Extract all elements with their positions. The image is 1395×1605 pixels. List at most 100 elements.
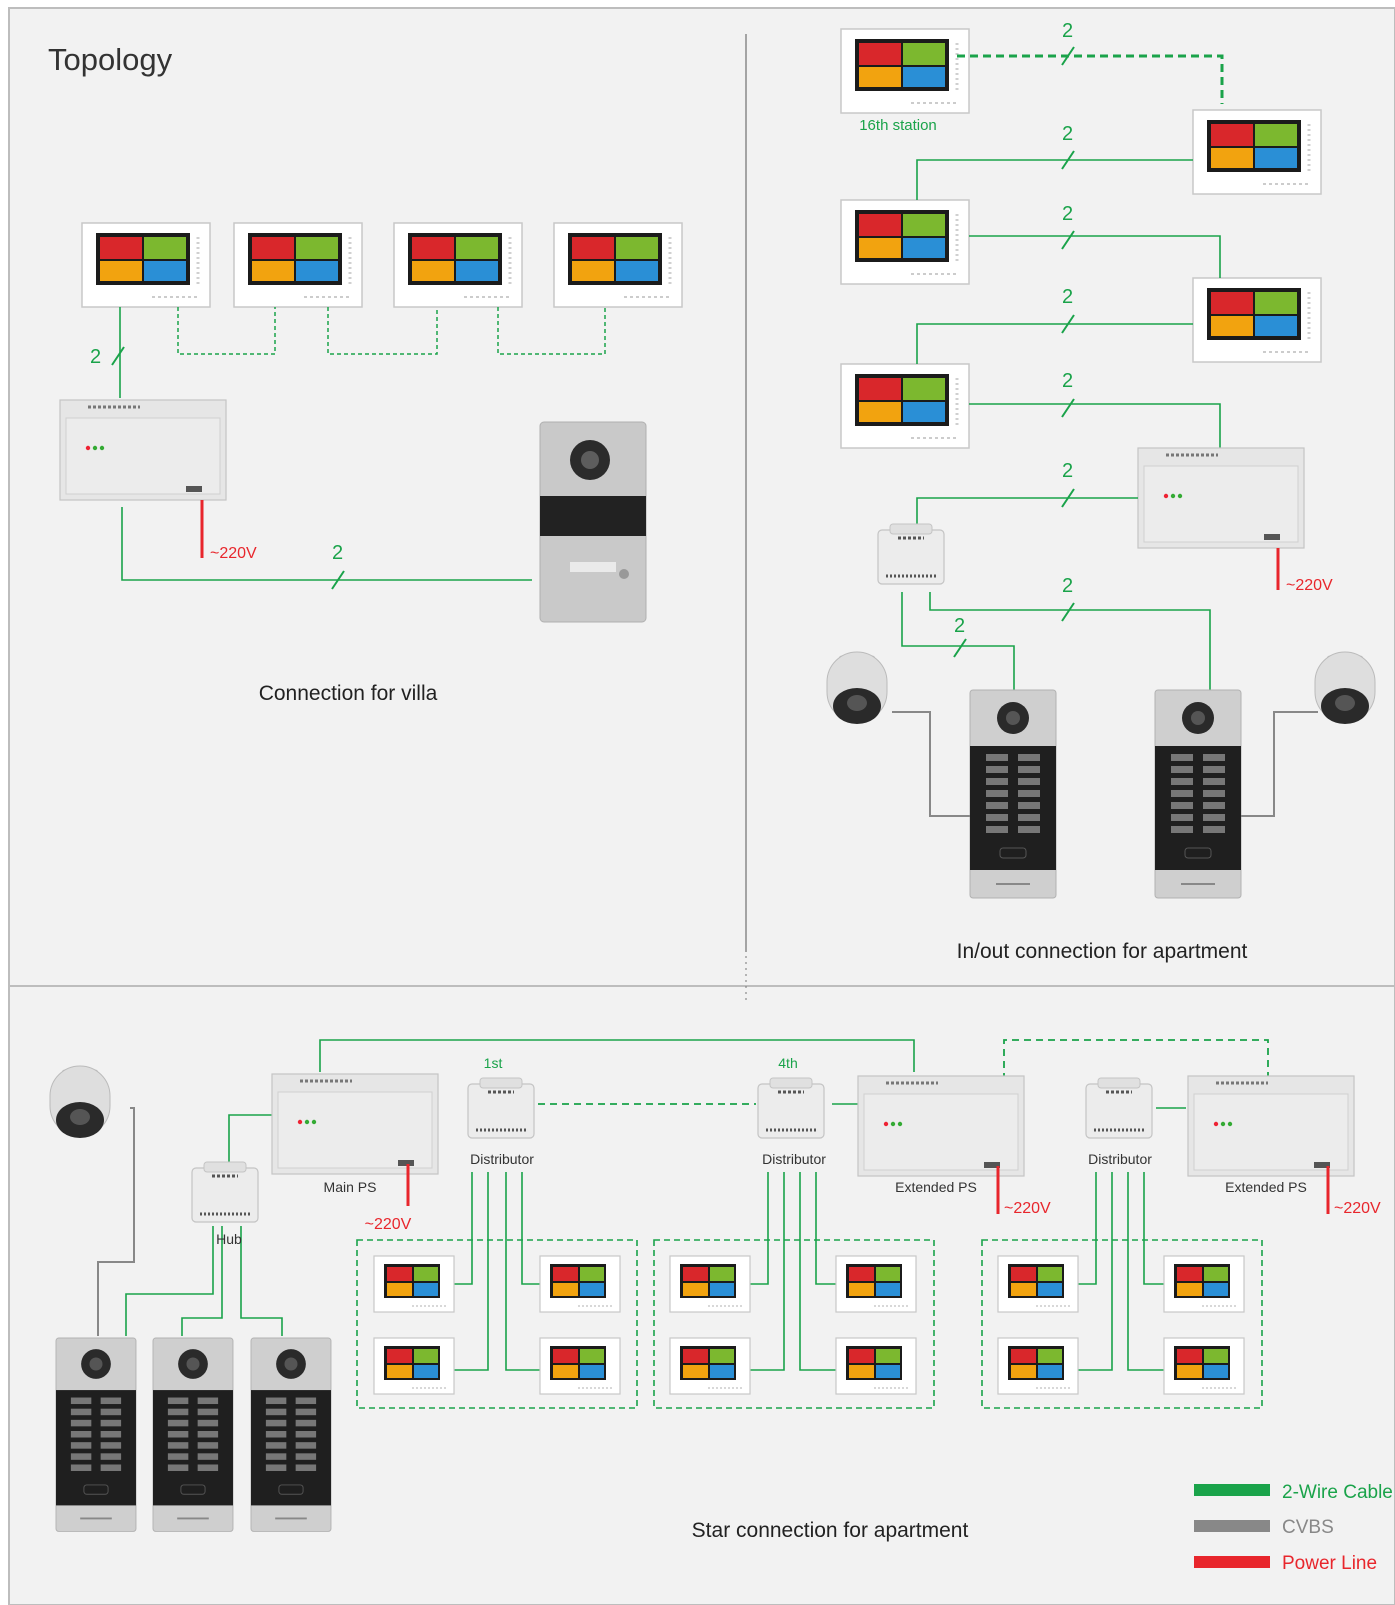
inout-distributor — [876, 522, 946, 586]
inout-wire-5 — [916, 497, 1138, 528]
inout-wire-count: 2 — [1062, 370, 1073, 392]
inout-dashed-link — [957, 54, 1224, 104]
legend-label-cvbs: CVBS — [1282, 1517, 1334, 1538]
inout-monitor-l1 — [839, 198, 971, 286]
star-monitor — [835, 1255, 917, 1313]
villa-wire-count-2: 2 — [332, 542, 343, 564]
inout-wire-count: 2 — [1062, 123, 1073, 145]
star-monitor — [373, 1337, 455, 1395]
villa-voltage-label: ~220V — [210, 545, 257, 562]
star-monitor — [539, 1337, 621, 1395]
star-group-3-wires — [1078, 1172, 1164, 1371]
inout-section: 16th station 2 2 2 2 2 ~220V 2 2 2 — [826, 20, 1376, 963]
star-dashed-extps1-extps2 — [1003, 1039, 1269, 1080]
star-distributor-4th — [756, 1076, 826, 1140]
inout-wire-2 — [969, 235, 1221, 278]
inout-wire-count: 2 — [1062, 286, 1073, 308]
legend-label-2wire: 2-Wire Cable — [1282, 1482, 1393, 1503]
inout-caption: In/out connection for apartment — [957, 940, 1248, 963]
inout-station-label: 16th station — [859, 117, 937, 134]
star-monitor — [1163, 1255, 1245, 1313]
star-hub-label: Hub — [216, 1231, 242, 1247]
star-first-label: 1st — [484, 1055, 503, 1071]
star-extended-ps-label: Extended PS — [1225, 1179, 1307, 1195]
villa-wire-count-1: 2 — [90, 346, 101, 368]
star-monitor — [835, 1337, 917, 1395]
star-wire-hub-mainps — [228, 1114, 272, 1166]
inout-cvbs-left — [892, 711, 970, 817]
star-extended-ps-2 — [1186, 1074, 1356, 1178]
star-extended-ps-2-voltage: ~220V — [1334, 1200, 1381, 1217]
star-main-ps — [270, 1072, 440, 1176]
star-camera — [49, 1065, 111, 1139]
inout-wire-count: 2 — [1062, 460, 1073, 482]
inout-wire-count: 2 — [1062, 20, 1073, 42]
star-group-1-wires — [454, 1172, 540, 1371]
legend-swatch-cvbs — [1194, 1520, 1270, 1532]
star-monitor — [373, 1255, 455, 1313]
star-distributor-label: Distributor — [762, 1151, 826, 1167]
star-distributor-label: Distributor — [470, 1151, 534, 1167]
star-hub — [190, 1160, 260, 1224]
villa-door-station — [539, 421, 647, 623]
inout-monitor-l2 — [839, 362, 971, 450]
inout-panel-left — [969, 689, 1057, 899]
inout-cvbs-right — [1241, 711, 1318, 817]
star-monitor — [997, 1337, 1079, 1395]
villa-caption: Connection for villa — [259, 682, 438, 705]
star-extended-ps-label: Extended PS — [895, 1179, 977, 1195]
inout-panel-right — [1154, 689, 1242, 899]
star-distributor-3 — [1084, 1076, 1154, 1140]
star-monitor — [997, 1255, 1079, 1313]
star-monitor — [539, 1255, 621, 1313]
inout-wire-count: 2 — [1062, 575, 1073, 597]
star-monitor — [1163, 1337, 1245, 1395]
star-main-ps-voltage: ~220V — [365, 1216, 412, 1233]
villa-monitor-1 — [80, 221, 212, 309]
legend: 2-Wire Cable CVBS Power Line — [1194, 1482, 1393, 1574]
inout-wire-3 — [916, 323, 1193, 364]
star-section: Hub Main PS ~220V 1st Distributor 4th Di… — [49, 1039, 1381, 1542]
inout-wire-4 — [969, 403, 1221, 448]
star-distributor-label: Distributor — [1088, 1151, 1152, 1167]
star-fourth-label: 4th — [778, 1055, 797, 1071]
legend-swatch-2wire — [1194, 1484, 1270, 1496]
inout-wire-count: 2 — [954, 615, 965, 637]
star-main-ps-label: Main PS — [324, 1179, 377, 1195]
inout-wire-count: 2 — [1062, 203, 1073, 225]
inout-voltage-label: ~220V — [1286, 577, 1333, 594]
star-wire-mainps-extps1 — [319, 1039, 915, 1072]
star-monitor-group-3 — [981, 1239, 1263, 1409]
star-monitor — [669, 1337, 751, 1395]
villa-monitor-4 — [552, 221, 684, 309]
villa-section: 2 ~220V 2 Connection for villa — [58, 221, 684, 705]
star-distributor-1st — [466, 1076, 536, 1140]
star-monitor-group-2 — [653, 1239, 935, 1409]
legend-label-power: Power Line — [1282, 1553, 1377, 1574]
inout-monitor-16th — [839, 27, 971, 115]
villa-monitor-link-dashed — [177, 307, 606, 355]
star-outdoor-panel-3 — [250, 1337, 332, 1533]
villa-monitor-3 — [392, 221, 524, 309]
inout-wire-7 — [901, 592, 1015, 690]
star-outdoor-panel-1 — [55, 1337, 137, 1533]
inout-wire-1 — [916, 159, 1193, 200]
star-extended-ps-1-voltage: ~220V — [1004, 1200, 1051, 1217]
page-title: Topology — [48, 42, 173, 77]
star-cvbs-camera — [97, 1107, 135, 1336]
star-outdoor-panel-2 — [152, 1337, 234, 1533]
villa-power-supply — [58, 398, 228, 502]
inout-camera-left — [826, 651, 888, 725]
inout-monitor-r2 — [1191, 276, 1323, 364]
inout-camera-right — [1314, 651, 1376, 725]
legend-swatch-power — [1194, 1556, 1270, 1568]
star-caption: Star connection for apartment — [692, 1519, 969, 1542]
star-extended-ps-1 — [856, 1074, 1026, 1178]
villa-wire-psu-doorbell — [121, 507, 532, 581]
star-monitor-group-1 — [356, 1239, 638, 1409]
star-monitor — [669, 1255, 751, 1313]
inout-power-supply — [1136, 446, 1306, 550]
inout-monitor-r1 — [1191, 108, 1323, 196]
star-group-2-wires — [750, 1172, 836, 1371]
